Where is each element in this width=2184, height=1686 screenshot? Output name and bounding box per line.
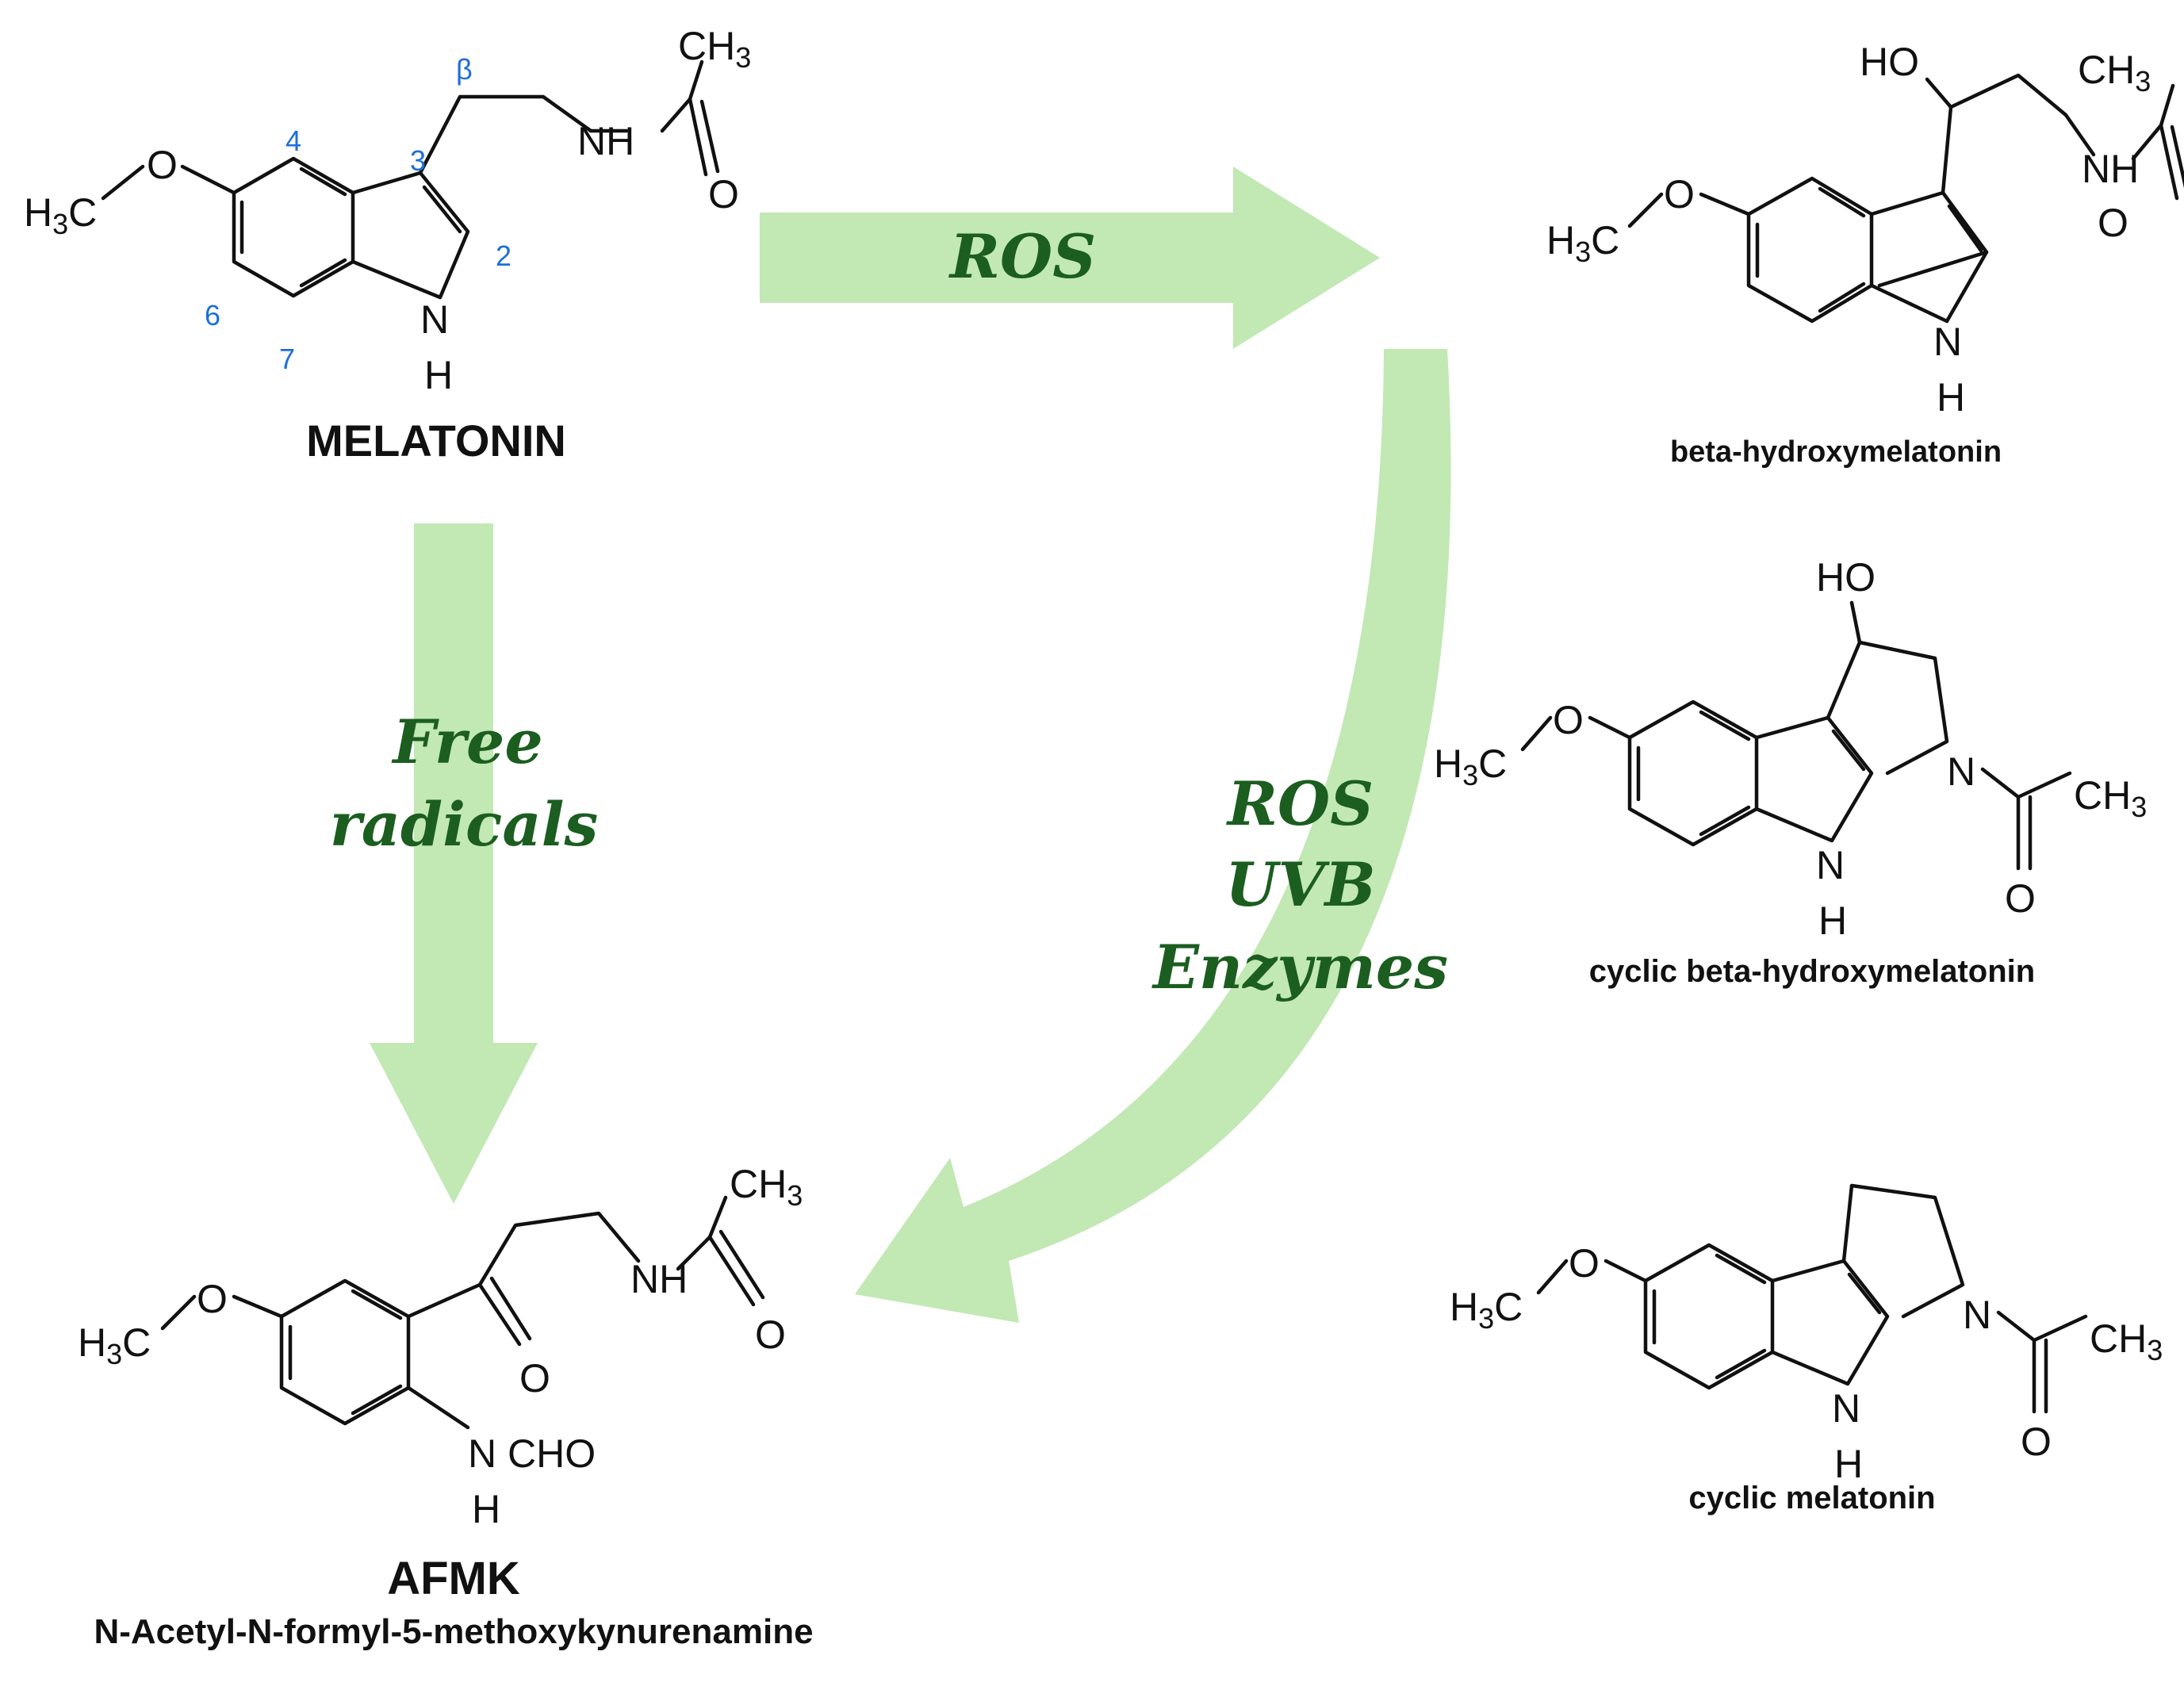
melatonin-name: MELATONIN: [306, 416, 566, 466]
cm-h3c: H3C: [1450, 1285, 1523, 1335]
bhm-ch3: CH3: [2078, 48, 2151, 98]
ros-uvb-enzymes-label-line3: Enzymes: [1151, 932, 1448, 1002]
melatonin-position-2: 2: [496, 239, 512, 272]
bhm-amide-nh: NH: [2082, 147, 2139, 191]
cbhm-nh: N: [1816, 843, 1845, 887]
bhm-hydroxyl: HO: [1860, 40, 1919, 84]
ros-uvb-enzymes-arrow-shape: [855, 349, 1451, 1323]
ros-uvb-enzymes-label-line1: ROS: [1226, 768, 1374, 839]
cbhm-methoxy-o: O: [1553, 698, 1584, 742]
cbhm-hydroxyl: HO: [1816, 555, 1876, 600]
beta-hydroxymelatonin-structure: O H3C N H HO NH O CH3 beta-hydroxymelato…: [1546, 40, 2184, 469]
cm-nh-h: H: [1834, 1442, 1863, 1486]
melatonin-position-3: 3: [410, 144, 426, 177]
afmk-formyl-h: H: [472, 1487, 500, 1531]
free-radicals-arrow-label-line2: radicals: [330, 789, 598, 860]
afmk-ch3: CH3: [730, 1162, 803, 1212]
melatonin-position-6: 6: [205, 299, 220, 331]
bhm-ring-h: H: [1937, 375, 1965, 420]
cm-carbonyl-o: O: [2021, 1420, 2052, 1464]
cbhm-nh-h: H: [1818, 899, 1847, 943]
bhm-carbonyl-o: O: [2098, 201, 2128, 245]
cyclic-melatonin-name: cyclic melatonin: [1688, 1481, 1935, 1515]
cm-nh: N: [1832, 1386, 1860, 1431]
bhm-ring-n: N: [1933, 320, 1962, 364]
cyclic-beta-hydroxymelatonin-structure: O H3C N N H HO O CH3 cyclic beta-hydroxy…: [1434, 555, 2147, 989]
ros-arrow: ROS: [760, 167, 1380, 349]
afmk-carbonyl-o: O: [755, 1312, 786, 1357]
melatonin-structure: O H3C N H NH O CH3 β 4 3 2 6 7 MELATONIN: [24, 24, 751, 466]
ros-arrow-label: ROS: [948, 221, 1096, 292]
afmk-formyl-cho: CHO: [508, 1431, 596, 1476]
afmk-h3c: H3C: [78, 1320, 151, 1370]
afmk-name: AFMK: [387, 1553, 520, 1604]
melatonin-position-4: 4: [285, 125, 301, 157]
ros-arrow-shape: [760, 167, 1380, 349]
beta-hydroxymelatonin-name: beta-hydroxymelatonin: [1670, 435, 2002, 469]
melatonin-position-beta: β: [456, 53, 473, 86]
cyclic-beta-hydroxymelatonin-name: cyclic beta-hydroxymelatonin: [1589, 954, 2035, 989]
melatonin-h3c: H3C: [24, 190, 97, 240]
cyclic-melatonin-structure: O H3C N N H O CH3 cyclic melatonin: [1450, 1183, 2163, 1515]
afmk-amide-nh: NH: [630, 1257, 688, 1301]
cbhm-carbonyl-o: O: [2005, 876, 2036, 921]
bhm-h3c: H3C: [1546, 218, 1619, 268]
cm-ring-n: N: [1963, 1293, 1991, 1337]
free-radicals-arrow-shape: [370, 523, 538, 1204]
cbhm-ch3: CH3: [2074, 773, 2147, 823]
melatonin-position-7: 7: [279, 343, 295, 375]
melatonin-amide-nh: NH: [577, 119, 634, 163]
melatonin-methoxy-o: O: [147, 143, 178, 187]
melatonin-ch3: CH3: [678, 24, 751, 74]
afmk-methoxy-o: O: [197, 1277, 228, 1321]
cm-ch3: CH3: [2090, 1316, 2163, 1366]
bhm-methoxy-o: O: [1664, 172, 1695, 216]
ros-uvb-enzymes-label-line2: UVB: [1225, 849, 1375, 920]
afmk-structure: O H3C O NH O CH3 N CHO H AFMK N-Acetyl-N…: [78, 1162, 814, 1651]
cbhm-ring-n: N: [1947, 749, 1975, 794]
cm-methoxy-o: O: [1569, 1241, 1600, 1286]
afmk-ketone-o: O: [519, 1356, 550, 1401]
melatonin-carbonyl-o: O: [708, 172, 739, 216]
ros-uvb-enzymes-arrow: ROS UVB Enzymes: [855, 349, 1451, 1323]
cbhm-h3c: H3C: [1434, 741, 1507, 791]
afmk-full-name: N-Acetyl-N-formyl-5-methoxykynurenamine: [94, 1612, 813, 1651]
free-radicals-arrow-label-line1: Free: [391, 707, 542, 777]
free-radicals-arrow: Free radicals: [330, 523, 598, 1204]
afmk-formyl-n: N: [468, 1431, 496, 1476]
melatonin-nh-ring-h: H: [424, 353, 453, 397]
melatonin-nh-ring: N: [420, 297, 449, 342]
